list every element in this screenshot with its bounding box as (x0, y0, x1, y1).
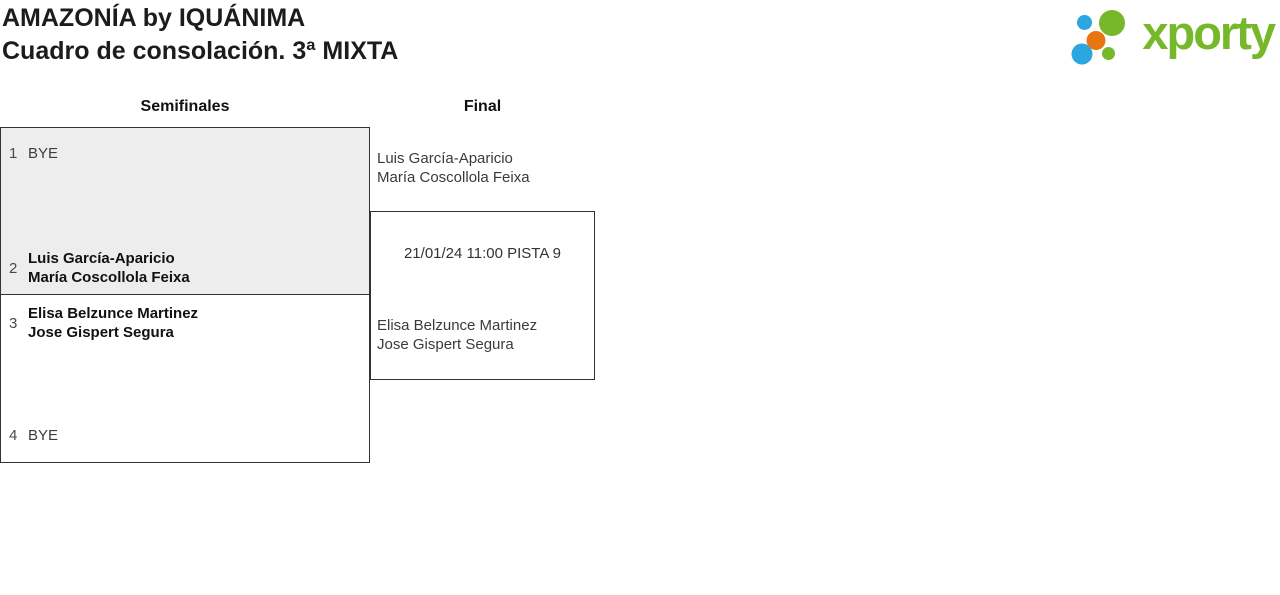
team-row: 2 Luis García-Aparicio María Coscollola … (1, 249, 369, 287)
tournament-title: AMAZONÍA by IQUÁNIMA (2, 4, 306, 32)
player-name: Jose Gispert Segura (377, 336, 514, 353)
team-names: Elisa Belzunce Martinez Jose Gispert Seg… (28, 304, 198, 342)
bracket-subtitle: Cuadro de consolación. 3ª MIXTA (2, 37, 399, 65)
final-team-bottom: Elisa Belzunce Martinez Jose Gispert Seg… (377, 316, 537, 354)
player-name: Luis García-Aparicio (377, 150, 513, 167)
team-row: 1 BYE (1, 144, 369, 163)
header-title-block: AMAZONÍA by IQUÁNIMA Cuadro de consolaci… (2, 2, 398, 68)
round-header-final: Final (463, 98, 502, 115)
xporty-logo-text: xporty (1142, 6, 1276, 59)
match-box-semifinal-1[interactable]: 1 BYE 2 Luis García-Aparicio María Cosco… (0, 127, 370, 295)
final-match-schedule: 21/01/24 11:00 PISTA 9 (403, 245, 562, 262)
team-row: 3 Elisa Belzunce Martinez Jose Gispert S… (1, 304, 369, 342)
xporty-logo[interactable]: xporty (1062, 2, 1276, 68)
team-row: 4 BYE (1, 426, 369, 445)
seed-number: 1 (9, 145, 18, 162)
match-box-final[interactable] (370, 211, 595, 380)
player-name: Elisa Belzunce Martinez (28, 305, 199, 322)
round-header-semifinals: Semifinales (140, 98, 230, 115)
match-box-semifinal-2[interactable]: 3 Elisa Belzunce Martinez Jose Gispert S… (0, 294, 370, 463)
player-name: Elisa Belzunce Martinez (377, 317, 538, 334)
seed-number: 4 (9, 427, 18, 444)
team-name-bye: BYE (28, 427, 59, 444)
seed-number: 3 (9, 314, 18, 332)
final-team-top: Luis García-Aparicio María Coscollola Fe… (377, 149, 530, 187)
team-names: Luis García-Aparicio María Coscollola Fe… (28, 249, 190, 287)
player-name: María Coscollola Feixa (28, 269, 190, 286)
player-name: María Coscollola Feixa (377, 169, 530, 186)
seed-number: 2 (9, 259, 18, 277)
xporty-logo-icon (1071, 10, 1126, 65)
player-name: Luis García-Aparicio (28, 250, 175, 267)
player-name: Jose Gispert Segura (28, 324, 174, 341)
team-name-bye: BYE (28, 145, 59, 162)
